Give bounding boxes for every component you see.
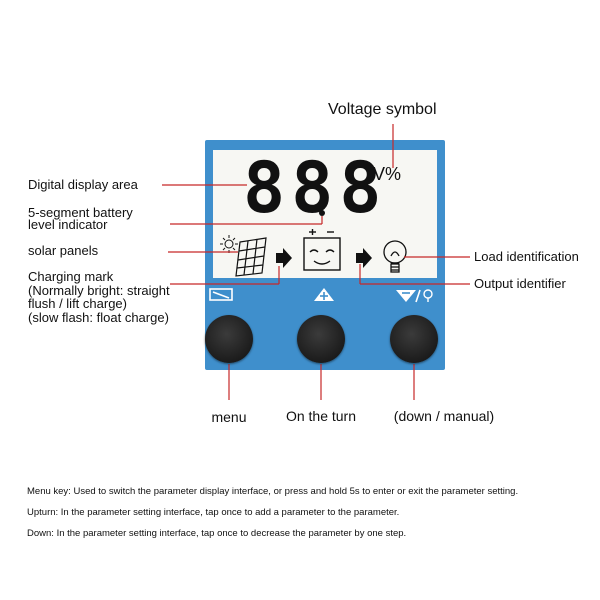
- charging-mark-label-line4: (slow flash: float charge): [28, 310, 169, 325]
- voltage-percent-symbol: V%: [373, 164, 402, 184]
- battery-indicator-label-line2: level indicator: [28, 217, 108, 232]
- charging-mark-label-line1: Charging mark: [28, 269, 114, 284]
- solar-panels-label: solar panels: [28, 243, 99, 258]
- digital-display-area-label: Digital display area: [28, 177, 138, 192]
- up-button[interactable]: [297, 315, 345, 363]
- charging-mark-label-line3: flush / lift charge): [28, 296, 127, 311]
- segment-digits: 888: [243, 147, 388, 229]
- voltage-symbol-label: Voltage symbol: [328, 101, 437, 118]
- charging-mark-label-line2: (Normally bright: straight: [28, 283, 170, 298]
- note-down: Down: In the parameter setting interface…: [27, 528, 407, 539]
- menu-button[interactable]: [205, 315, 253, 363]
- down-manual-button[interactable]: [390, 315, 438, 363]
- note-upturn: Upturn: In the parameter setting interfa…: [27, 507, 400, 518]
- menu-button-label: menu: [211, 409, 247, 425]
- note-menu-key: Menu key: Used to switch the parameter d…: [27, 486, 519, 497]
- battery-indicator-label-line1: 5-segment battery: [28, 205, 133, 220]
- load-identification-label: Load identification: [474, 249, 579, 264]
- down-manual-button-label: (down / manual): [393, 408, 495, 424]
- output-identifier-label: Output identifier: [474, 276, 566, 291]
- up-button-label: On the turn: [285, 408, 357, 424]
